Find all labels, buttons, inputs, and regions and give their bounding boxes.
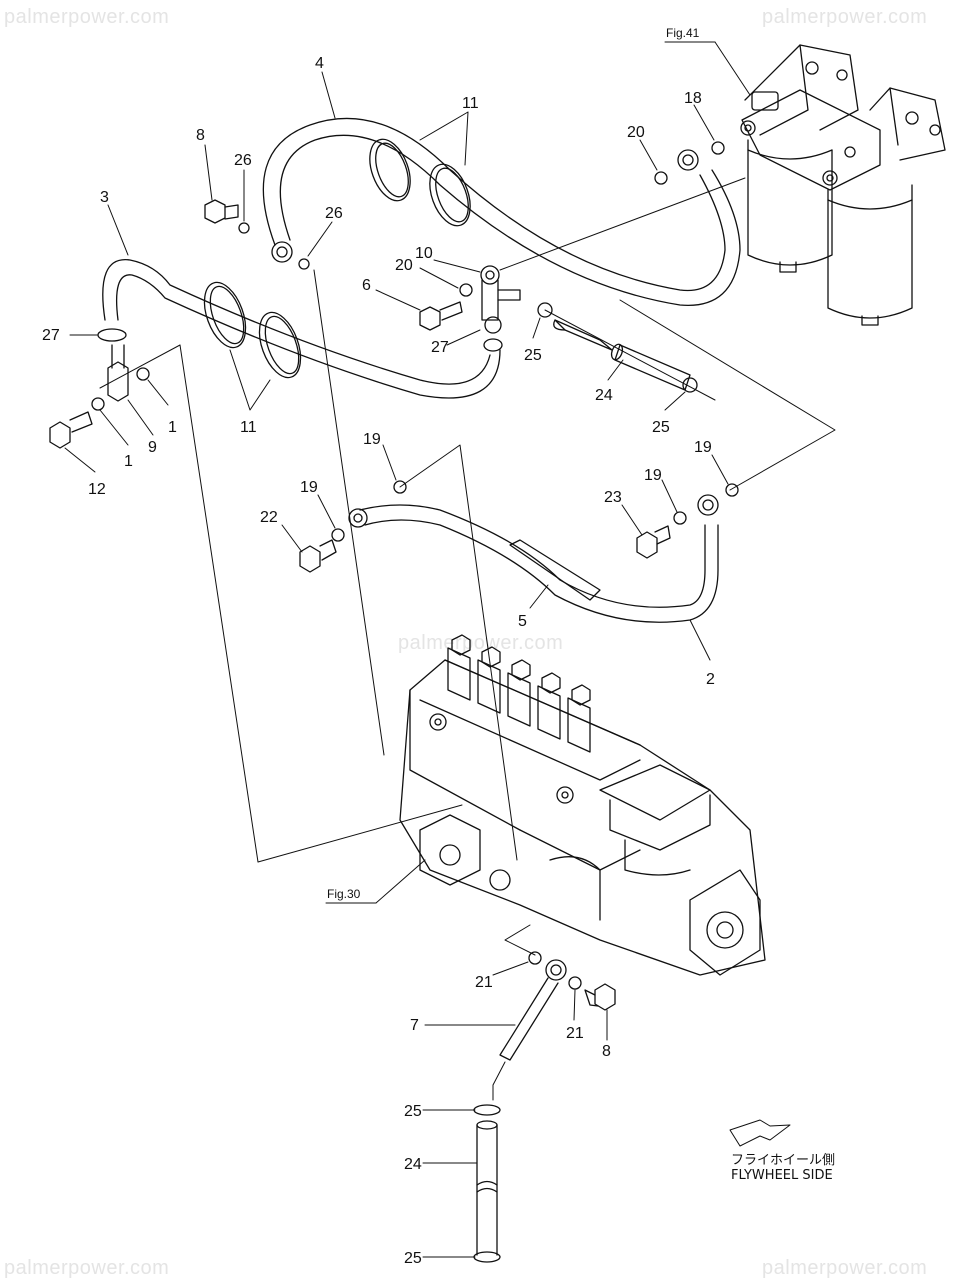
fig30-ref: Fig.30 — [327, 887, 361, 901]
clamp-25c — [473, 1104, 501, 1116]
clamp-25d — [473, 1251, 501, 1263]
callout-21-right: 21 — [566, 1025, 584, 1042]
callout-5: 5 — [518, 613, 527, 630]
callout-19-c: 19 — [644, 467, 662, 484]
washer-20a — [654, 171, 668, 185]
watermark-top-right: palmerpower.com — [762, 6, 928, 28]
callout-24-upper: 24 — [595, 387, 613, 404]
fitting-9 — [107, 344, 129, 402]
watermark-bottom-right: palmerpower.com — [762, 1257, 928, 1279]
injection-pump — [399, 634, 766, 976]
callout-11-upper: 11 — [462, 95, 479, 112]
washer-19d — [725, 483, 739, 497]
callout-8-lower: 8 — [602, 1043, 611, 1060]
callout-3: 3 — [100, 189, 109, 206]
callout-4: 4 — [315, 55, 324, 72]
connection-lines — [99, 177, 836, 1147]
callout-21-left: 21 — [475, 974, 493, 991]
callout-25-c: 25 — [404, 1103, 422, 1120]
washer-21a — [528, 951, 542, 965]
callout-7: 7 — [410, 1017, 419, 1034]
callout-19-d: 19 — [694, 439, 712, 456]
callout-1-left: 1 — [124, 453, 133, 470]
callout-20-lower: 20 — [395, 257, 413, 274]
callout-24-lower: 24 — [404, 1156, 422, 1173]
watermark-center: palmerpower.com — [398, 632, 564, 654]
callout-25-d: 25 — [404, 1250, 422, 1267]
callout-2: 2 — [706, 671, 715, 688]
hose-2 — [348, 494, 719, 623]
flywheel-side-en: FLYWHEEL SIDE — [731, 1168, 833, 1183]
callout-1-right: 1 — [168, 419, 177, 436]
flywheel-side-note: フライホイール側 FLYWHEEL SIDE — [731, 1153, 835, 1183]
callout-10: 10 — [415, 245, 433, 262]
washer-1b — [91, 397, 105, 411]
washer-26a — [238, 222, 250, 234]
watermark-bottom-left: palmerpower.com — [4, 1257, 170, 1279]
leader-lines — [64, 71, 729, 1258]
hose-clamps-11 — [203, 138, 471, 379]
callout-20-upper: 20 — [627, 124, 645, 141]
callouts: 4 11 8 26 26 3 18 20 10 20 6 27 27 25 24… — [42, 55, 715, 1267]
callout-6: 6 — [362, 277, 371, 294]
callout-26-left: 26 — [234, 152, 252, 169]
washer-26b — [298, 258, 310, 270]
washer-21b — [568, 976, 582, 990]
callout-23: 23 — [604, 489, 622, 506]
bolt-6 — [419, 301, 463, 331]
hose-4 — [262, 117, 741, 307]
callout-11-lower: 11 — [240, 419, 257, 436]
callout-26-right: 26 — [325, 205, 343, 222]
callout-19-b: 19 — [300, 479, 318, 496]
callout-12: 12 — [88, 481, 106, 498]
callout-25-right: 25 — [652, 419, 670, 436]
bolt-22 — [299, 539, 337, 573]
bolt-8-upper — [204, 199, 239, 224]
washer-20b — [459, 283, 473, 297]
callout-22: 22 — [260, 509, 278, 526]
callout-18: 18 — [684, 90, 702, 107]
bolt-12 — [49, 411, 93, 449]
clamp-27a — [97, 328, 127, 342]
washer-19a — [393, 480, 407, 494]
clamps-25 — [484, 302, 698, 393]
hose-24-lower — [476, 1120, 498, 1256]
washer-18 — [711, 141, 725, 155]
washer-19b — [331, 528, 345, 542]
bolt-8-lower — [584, 983, 616, 1011]
hose-5-sleeve — [509, 539, 601, 601]
callout-27-left: 27 — [42, 327, 60, 344]
pipe-7 — [499, 959, 567, 1061]
fig41-ref: Fig.41 — [666, 26, 700, 40]
callout-9: 9 — [148, 439, 157, 456]
delivery-valves — [447, 634, 591, 753]
callout-19-a: 19 — [363, 431, 381, 448]
watermark-top-left: palmerpower.com — [4, 6, 170, 28]
flywheel-side-jp: フライホイール側 — [731, 1153, 836, 1168]
callout-27-right: 27 — [431, 339, 449, 356]
washer-1a — [136, 367, 150, 381]
banjo-fitting-10 — [480, 265, 521, 321]
bolt-23 — [636, 525, 671, 559]
callout-8-upper: 8 — [196, 127, 205, 144]
hose-3 — [102, 259, 503, 399]
callout-25-upper: 25 — [524, 347, 542, 364]
fuel-filter-assembly — [740, 44, 946, 326]
washer-19c — [673, 511, 687, 525]
